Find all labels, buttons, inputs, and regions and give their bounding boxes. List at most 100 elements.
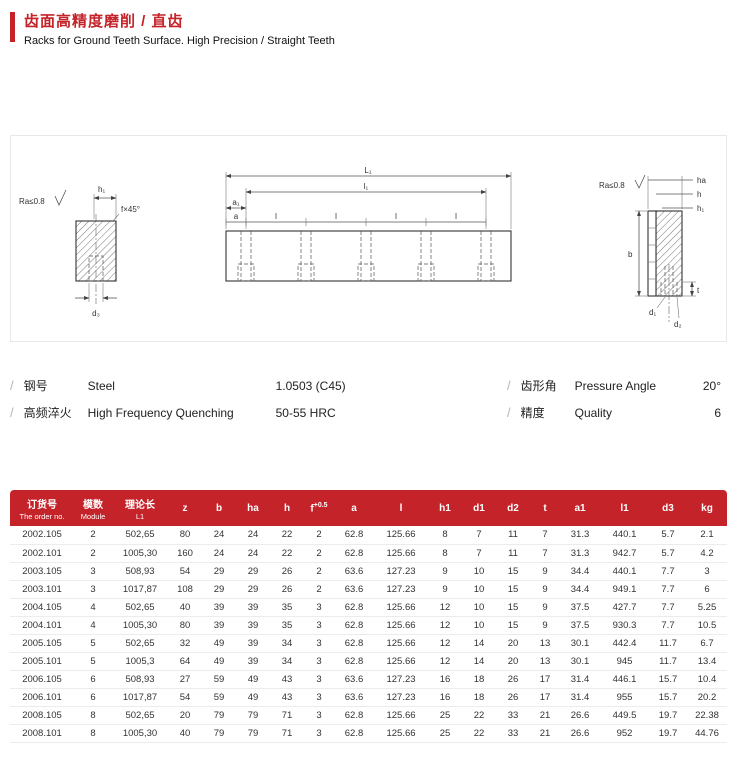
- table-cell: 22: [462, 706, 496, 725]
- table-cell: 13: [530, 634, 560, 653]
- table-cell: 10.4: [687, 670, 727, 689]
- column-header: d3: [649, 490, 687, 526]
- surface-finish-label-right: Ra≤0.8: [599, 181, 625, 190]
- dim-label-t: t: [697, 286, 700, 295]
- table-cell: 19.7: [649, 724, 687, 743]
- table-cell: 2.1: [687, 526, 727, 545]
- table-cell: 2005.105: [10, 634, 74, 653]
- rack-top-view: L₁ l₁ a₁ a l l l l: [225, 166, 512, 282]
- table-cell: 39: [236, 616, 270, 635]
- table-cell: 945: [600, 652, 649, 671]
- table-cell: 502,65: [112, 634, 168, 653]
- table-cell: 3: [304, 652, 334, 671]
- table-cell: 22: [270, 526, 304, 545]
- table-cell: 3: [304, 724, 334, 743]
- table-cell: 4: [74, 598, 112, 617]
- table-cell: 15: [496, 580, 530, 599]
- table-cell: 37.5: [560, 598, 600, 617]
- spec-slash: /: [507, 405, 511, 420]
- table-cell: 502,65: [112, 598, 168, 617]
- column-header: a1: [560, 490, 600, 526]
- table-cell: 13: [530, 652, 560, 671]
- dim-label-l: l: [395, 212, 397, 221]
- table-cell: 14: [462, 634, 496, 653]
- table-cell: 1017,87: [112, 580, 168, 599]
- table-cell: 4: [74, 616, 112, 635]
- table-cell: 18: [462, 670, 496, 689]
- table-cell: 5.7: [649, 544, 687, 563]
- table-cell: 502,65: [112, 526, 168, 545]
- table-cell: 34: [270, 634, 304, 653]
- table-cell: 40: [168, 724, 202, 743]
- table-cell: 34.4: [560, 580, 600, 599]
- table-cell: 1005,3: [112, 652, 168, 671]
- table-cell: 440.1: [600, 562, 649, 581]
- table-cell: 49: [202, 634, 236, 653]
- table-cell: 1005,30: [112, 616, 168, 635]
- table-cell: 11: [496, 526, 530, 545]
- table-cell: 125.66: [374, 652, 428, 671]
- table-cell: 11: [496, 544, 530, 563]
- table-cell: 930.3: [600, 616, 649, 635]
- table-cell: 43: [270, 670, 304, 689]
- table-cell: 7.7: [649, 562, 687, 581]
- table-cell: 5: [74, 652, 112, 671]
- table-cell: 39: [236, 634, 270, 653]
- table-cell: 20: [496, 634, 530, 653]
- table-cell: 33: [496, 706, 530, 725]
- spec-steel: / 钢号 Steel 1.0503 (C45): [10, 372, 507, 399]
- table-cell: 10.5: [687, 616, 727, 635]
- table-cell: 2: [74, 544, 112, 563]
- table-cell: 18: [462, 688, 496, 707]
- column-header: t: [530, 490, 560, 526]
- table-cell: 43: [270, 688, 304, 707]
- spec-label-cn: 精度: [520, 406, 545, 420]
- table-cell: 2004.105: [10, 598, 74, 617]
- table-cell: 20: [168, 706, 202, 725]
- table-cell: 29: [202, 562, 236, 581]
- table-cell: 2006.101: [10, 688, 74, 707]
- column-header: h1: [428, 490, 462, 526]
- table-cell: 7: [530, 526, 560, 545]
- table-cell: 24: [236, 526, 270, 545]
- table-cell: 31.3: [560, 544, 600, 563]
- table-cell: 27: [168, 670, 202, 689]
- dim-label-l: l: [275, 212, 277, 221]
- table-cell: 63.6: [334, 580, 374, 599]
- spec-label-en: Steel: [87, 378, 115, 393]
- dim-label-l1: l₁: [364, 182, 369, 191]
- table-cell: 2: [304, 544, 334, 563]
- table-cell: 10: [462, 598, 496, 617]
- rack-drawing-svg: h₁ Ra≤0.8 f×45° d₃: [19, 166, 706, 329]
- spec-label-cn: 钢号: [23, 379, 48, 393]
- table-cell: 125.66: [374, 526, 428, 545]
- table-cell: 39: [202, 598, 236, 617]
- table-cell: 31.4: [560, 688, 600, 707]
- specs-left-column: / 钢号 Steel 1.0503 (C45) / 高频淬火 High Freq…: [10, 372, 507, 426]
- specs-right-column: / 齿形角 Pressure Angle 20° / 精度 Quality 6: [507, 372, 727, 426]
- table-cell: 1005,30: [112, 544, 168, 563]
- dim-label-L1: L₁: [364, 166, 371, 175]
- table-cell: 20.2: [687, 688, 727, 707]
- table-cell: 160: [168, 544, 202, 563]
- table-cell: 10: [462, 616, 496, 635]
- column-header: l1: [600, 490, 649, 526]
- table-cell: 2003.105: [10, 562, 74, 581]
- column-header: z: [168, 490, 202, 526]
- table-cell: 24: [202, 526, 236, 545]
- table-cell: 3: [74, 562, 112, 581]
- spec-label-cn: 齿形角: [520, 379, 557, 393]
- table-cell: 21: [530, 706, 560, 725]
- table-cell: 6.7: [687, 634, 727, 653]
- table-cell: 63.6: [334, 562, 374, 581]
- column-header: h: [270, 490, 304, 526]
- table-cell: 26: [496, 688, 530, 707]
- table-cell: 7.7: [649, 598, 687, 617]
- table-cell: 40: [168, 598, 202, 617]
- page-subtitle: Racks for Ground Teeth Surface. High Pre…: [24, 35, 335, 47]
